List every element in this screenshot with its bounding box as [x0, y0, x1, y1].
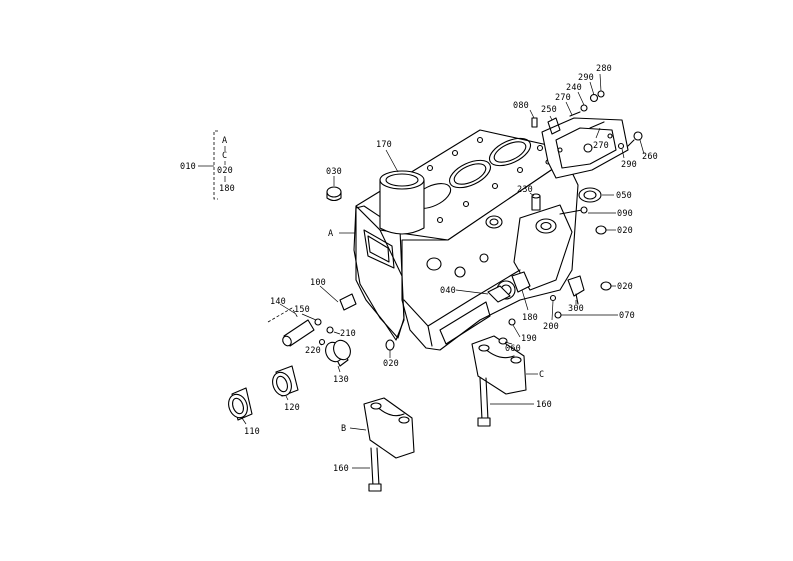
- assembly-legend: A C 010 020 180: [180, 130, 235, 200]
- callout-120: 120: [284, 403, 300, 413]
- plug-020-lower: [385, 339, 395, 351]
- pin-080: [531, 117, 538, 128]
- sensor-300: [567, 275, 585, 305]
- callout-210: 210: [340, 329, 356, 339]
- leader-lines: [241, 73, 645, 469]
- bolt-200: [549, 294, 557, 302]
- plug-020-upper: [595, 225, 607, 235]
- callout-100: 100: [310, 278, 326, 288]
- callout-030: 030: [326, 167, 342, 177]
- callout-a: A: [328, 229, 333, 239]
- callout-300: 300: [568, 304, 584, 314]
- legend-item-020: 020: [217, 166, 233, 176]
- bolt-190: [508, 318, 516, 326]
- callout-020-lower: 020: [383, 359, 399, 369]
- washer-290: [617, 142, 625, 150]
- callout-290: 290: [578, 73, 594, 83]
- callout-070: 070: [619, 311, 635, 321]
- part-250: [547, 117, 561, 135]
- callout-240: 240: [566, 83, 582, 93]
- callout-160-lower: 160: [333, 464, 349, 474]
- part-100: [339, 293, 357, 311]
- shaft-140: [267, 307, 315, 347]
- nipple-230: [531, 193, 541, 211]
- callout-170: 170: [376, 140, 392, 150]
- callout-090: 090: [617, 209, 633, 219]
- callout-270-lower: 270: [593, 141, 609, 151]
- bearing-cap-b: [363, 397, 415, 459]
- legend-item-c: C: [222, 151, 227, 161]
- bracket-040: [487, 285, 511, 303]
- legend-item-a: A: [222, 136, 227, 146]
- legend-main: 010: [180, 162, 196, 172]
- callout-050: 050: [616, 191, 632, 201]
- callout-140: 140: [270, 297, 286, 307]
- callout-110: 110: [244, 427, 260, 437]
- dowel-060: [498, 337, 508, 345]
- part-180: [511, 271, 531, 293]
- bolt-260: [627, 131, 643, 147]
- callout-190: 190: [521, 334, 537, 344]
- part-150: [314, 318, 322, 326]
- callout-200: 200: [543, 322, 559, 332]
- callout-230: 230: [517, 185, 533, 195]
- callout-labels: 280 290 240 270 080 250 270 290 260 170 …: [244, 64, 658, 474]
- part-220: [318, 338, 326, 346]
- cylinder-sleeve: [379, 170, 425, 235]
- callout-290-lower: 290: [621, 160, 637, 170]
- plug-070: [554, 311, 562, 319]
- callout-040: 040: [440, 286, 456, 296]
- callout-250: 250: [541, 105, 557, 115]
- legend-item-180: 180: [219, 184, 235, 194]
- bolt-160-lower: [368, 447, 382, 492]
- bolt-160-right: [477, 377, 491, 427]
- callout-130: 130: [333, 375, 349, 385]
- bolt-090: [559, 206, 588, 215]
- callout-160-right: 160: [536, 400, 552, 410]
- plug-020-side: [600, 281, 612, 291]
- bushing-130: [325, 339, 351, 367]
- callout-060: 060: [505, 344, 521, 354]
- part-210: [326, 326, 334, 334]
- callout-020-upper: 020: [617, 226, 633, 236]
- callout-020-side: 020: [617, 282, 633, 292]
- bushing-110: [228, 387, 253, 421]
- plug-050: [578, 187, 602, 203]
- callout-180: 180: [522, 313, 538, 323]
- callout-150: 150: [294, 305, 310, 315]
- callout-260: 260: [642, 152, 658, 162]
- callout-080: 080: [513, 101, 529, 111]
- bearing-cap-c: [471, 335, 527, 395]
- callout-220: 220: [305, 346, 321, 356]
- callout-b: B: [341, 424, 346, 434]
- callout-270: 270: [555, 93, 571, 103]
- callout-c: C: [539, 370, 544, 380]
- bushing-120: [272, 365, 299, 397]
- plug-030: [326, 186, 342, 202]
- callout-280: 280: [596, 64, 612, 74]
